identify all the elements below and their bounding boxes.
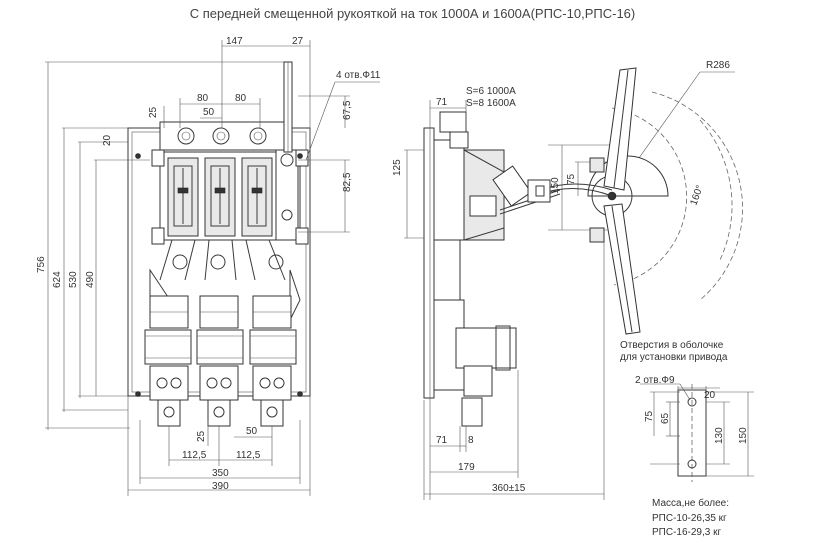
side-dim-179: 179 bbox=[458, 462, 475, 473]
dim-80b: 80 bbox=[235, 93, 247, 104]
dim-25-top: 25 bbox=[148, 106, 159, 118]
s-label-1000a: S=6 1000A bbox=[466, 86, 516, 97]
mount-dim-130: 130 bbox=[714, 427, 725, 444]
handle-view bbox=[527, 67, 743, 335]
dim-80a: 80 bbox=[197, 93, 209, 104]
mount-detail bbox=[640, 383, 754, 482]
hole-label-front: 4 отв.Ф11 bbox=[336, 70, 381, 81]
side-dim-71-top: 71 bbox=[436, 97, 448, 108]
s-label-1600a: S=8 1600A bbox=[466, 98, 516, 109]
side-dim-125: 125 bbox=[392, 159, 403, 176]
side-dim-360: 360±15 bbox=[492, 483, 526, 494]
dim-112-5b: 112,5 bbox=[236, 450, 261, 461]
dim-50-bottom: 50 bbox=[246, 426, 258, 437]
dim-624: 624 bbox=[52, 271, 63, 288]
dim-490: 490 bbox=[85, 271, 96, 288]
mass-heading: Масса,не более: bbox=[652, 497, 729, 509]
mass-line-2: РПС-16-29,3 кг bbox=[652, 527, 721, 538]
dim-530: 530 bbox=[68, 271, 79, 288]
dim-27: 27 bbox=[292, 36, 304, 47]
side-view bbox=[404, 100, 605, 500]
mount-holes-label: 2 отв.Ф9 bbox=[635, 375, 675, 386]
mass-line-1: РПС-10-26,35 кг bbox=[652, 513, 727, 524]
dim-112-5a: 112,5 bbox=[182, 450, 207, 461]
dim-50-top: 50 bbox=[203, 107, 215, 118]
dim-350: 350 bbox=[212, 468, 229, 479]
dim-82-5: 82,5 bbox=[342, 172, 353, 192]
mount-caption-1: Отверстия в оболочке bbox=[620, 339, 724, 351]
mount-dim-20: 20 bbox=[704, 390, 716, 401]
dim-390: 390 bbox=[212, 481, 229, 492]
mount-dim-150: 150 bbox=[738, 427, 749, 444]
upper-contacts bbox=[151, 149, 309, 245]
mount-dim-65: 65 bbox=[660, 412, 671, 424]
dim-20: 20 bbox=[102, 134, 113, 146]
angle-label: 160° bbox=[688, 184, 705, 207]
radius-label: R286 bbox=[706, 60, 730, 71]
dim-147: 147 bbox=[226, 36, 243, 47]
mount-caption-2: для установки привода bbox=[620, 352, 728, 363]
handle-dim-150: 150 bbox=[550, 177, 561, 194]
dim-67-5: 67,5 bbox=[342, 100, 353, 120]
drawing-title: С передней смещенной рукояткой на ток 10… bbox=[189, 6, 636, 21]
side-dim-71-bottom: 71 bbox=[436, 435, 448, 446]
front-view bbox=[45, 40, 380, 496]
side-dim-8: 8 bbox=[468, 435, 474, 446]
dim-756: 756 bbox=[36, 256, 47, 273]
mount-dim-75: 75 bbox=[644, 410, 655, 422]
dim-25-bottom: 25 bbox=[196, 430, 207, 442]
handle-dim-75: 75 bbox=[566, 173, 577, 185]
